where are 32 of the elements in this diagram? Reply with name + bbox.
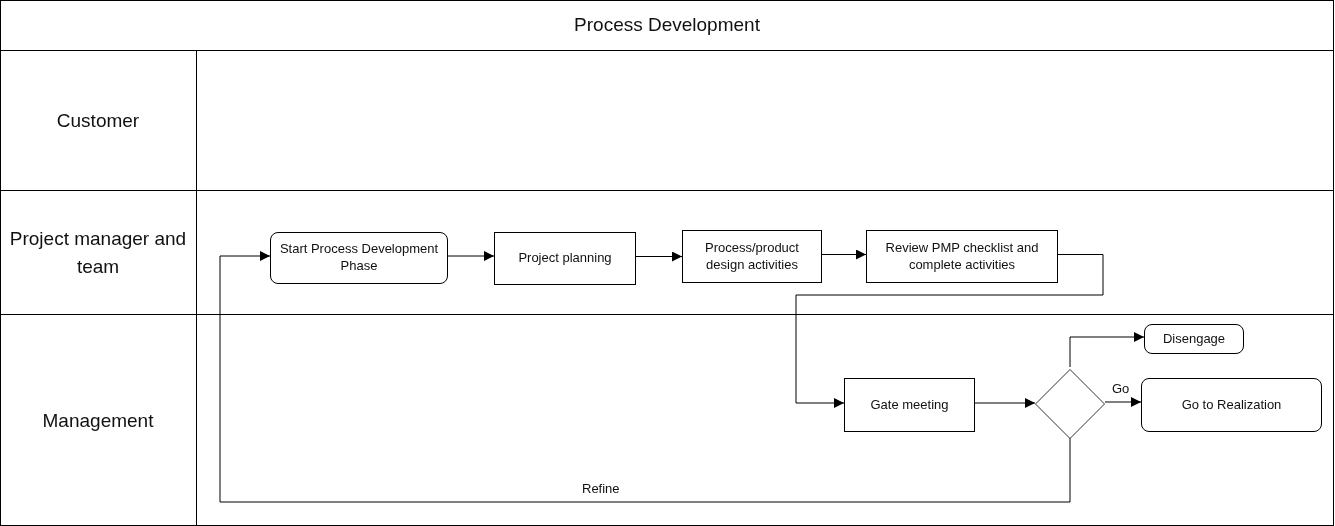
arrow — [795, 254, 1104, 408]
arrow — [974, 398, 1036, 408]
terminal-box — [1144, 324, 1244, 354]
swimlane — [0, 314, 1334, 526]
arrow — [635, 251, 683, 262]
box-text: Disengage — [1162, 330, 1226, 348]
process-box — [866, 230, 1058, 283]
terminal-box — [270, 232, 448, 284]
process-box — [682, 230, 822, 283]
process-box — [844, 378, 975, 432]
lane-label: Management — [42, 409, 154, 434]
arrow — [821, 249, 867, 260]
box-text: Gate meeting — [870, 396, 949, 414]
box-text: Start Process Development Phase — [278, 241, 440, 275]
decision-diamond — [1035, 369, 1105, 439]
box-text: Go to Realization — [1181, 396, 1282, 414]
edge-label: Refine — [580, 482, 622, 495]
box-text: Project planning — [518, 250, 612, 267]
arrow — [447, 251, 495, 261]
process-box — [494, 232, 636, 285]
box-text: Review PMP checklist and complete activities — [884, 239, 1040, 274]
lane-label: Project manager and team — [8, 226, 188, 279]
terminal-box — [1141, 378, 1322, 432]
swimlane — [0, 50, 1334, 190]
arrow — [1069, 332, 1145, 368]
arrow — [1104, 397, 1142, 407]
swimlane — [0, 190, 1334, 314]
box-text: Process/product design activities — [704, 239, 800, 274]
lane-label: Customer — [56, 108, 140, 133]
edge-label: Go — [1110, 382, 1132, 395]
arrow — [219, 251, 1071, 503]
pool-title: Process Development — [573, 12, 761, 37]
